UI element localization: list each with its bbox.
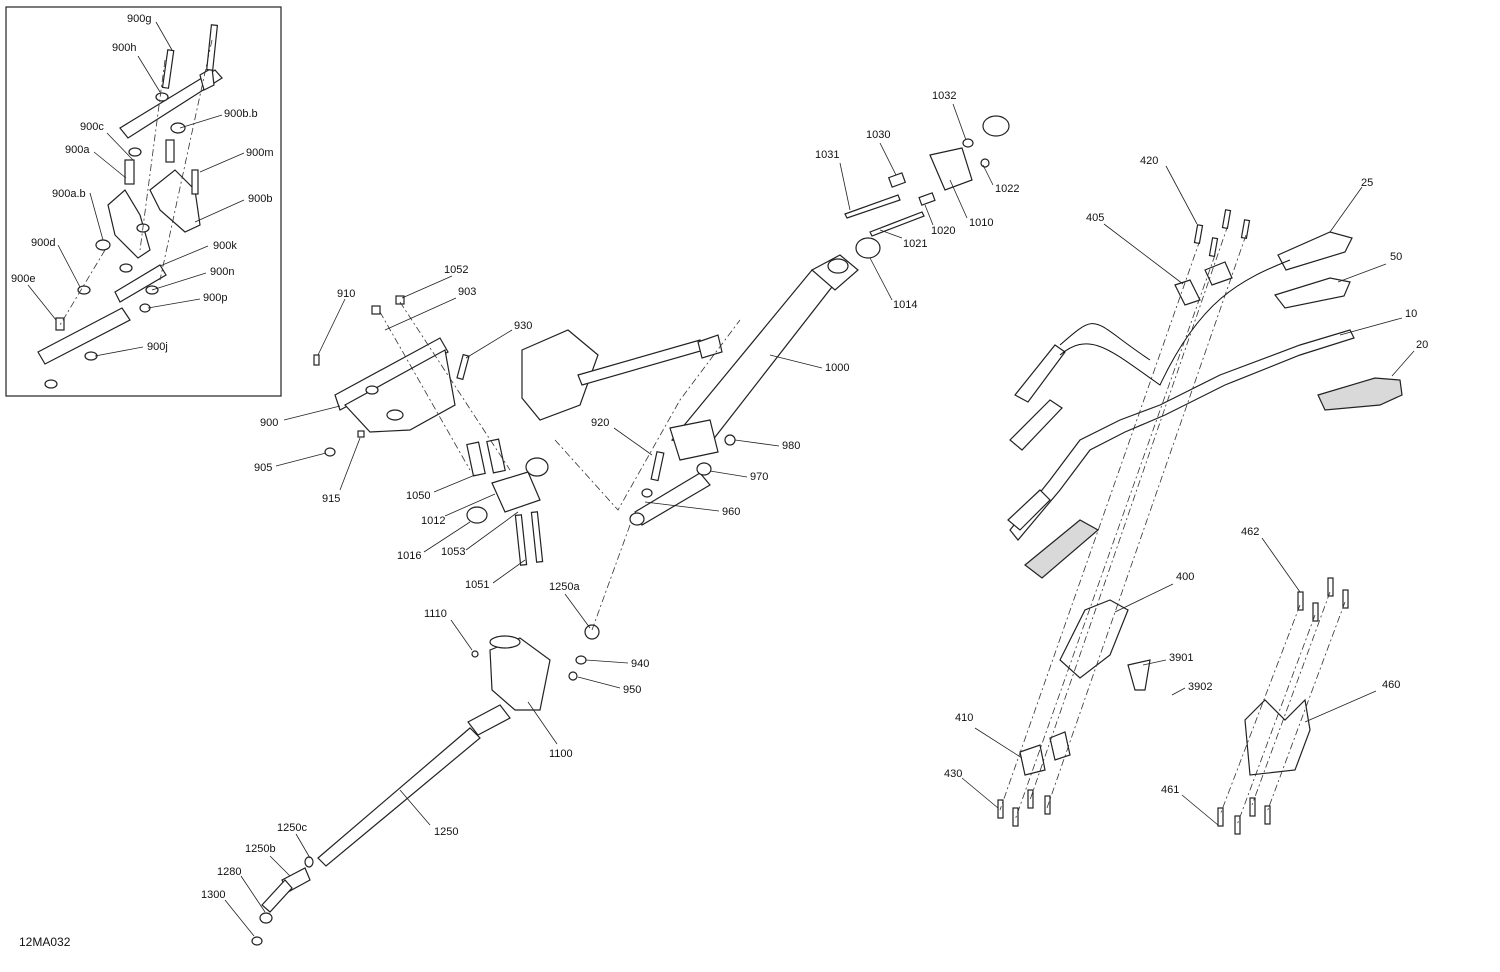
callout-1250b: 1250b [245,843,276,855]
callout-1050: 1050 [406,490,431,502]
callout-400: 400 [1176,571,1195,583]
shaft-parts [251,524,631,946]
callout-462: 462 [1241,526,1260,538]
callout-1052: 1052 [444,264,469,276]
callout-900m: 900m [246,147,274,159]
steering-column-parts [629,115,1010,526]
callout-1012: 1012 [421,515,446,527]
callout-25: 25 [1361,177,1374,189]
callout-950: 950 [623,684,642,696]
callout-1032: 1032 [932,90,957,102]
inset-detail-frame [5,6,282,397]
callout-980: 980 [782,440,801,452]
callout-420: 420 [1140,155,1159,167]
callout-1014: 1014 [893,299,918,311]
callout-1100: 1100 [549,748,573,760]
callout-1010: 1010 [969,217,994,229]
callout-960: 960 [722,506,741,518]
callout-900a.b: 900a.b [52,188,86,200]
callout-903: 903 [458,286,477,298]
callout-900h: 900h [112,42,137,54]
handlebar-parts [997,209,1403,835]
callout-900e: 900e [11,273,36,285]
callout-1030: 1030 [866,129,891,141]
leader-lines [27,21,1415,937]
callout-1016: 1016 [397,550,422,562]
callout-1022: 1022 [995,183,1020,195]
callout-900d: 900d [31,237,56,249]
callout-50: 50 [1390,251,1403,263]
callout-20: 20 [1416,339,1429,351]
callout-900: 900 [260,417,279,429]
callout-461: 461 [1161,784,1180,796]
callout-405: 405 [1086,212,1105,224]
callout-970: 970 [750,471,769,483]
callout-900a: 900a [65,144,90,156]
callout-915: 915 [322,493,341,505]
callout-1280: 1280 [217,866,242,878]
inset-bracket-parts [37,24,223,389]
callout-900n: 900n [210,266,235,278]
callout-460: 460 [1382,679,1401,691]
callout-1053: 1053 [441,546,466,558]
callout-900j: 900j [147,341,168,353]
callout-900c: 900c [80,121,104,133]
callout-410: 410 [955,712,974,724]
diagram-code: 12MA032 [19,935,71,949]
callout-900g: 900g [127,13,152,25]
callout-900b.b: 900b.b [224,108,258,120]
callout-1250c: 1250c [277,822,307,834]
callout-930: 930 [514,320,533,332]
callout-3902: 3902 [1188,681,1213,693]
callout-10: 10 [1405,308,1418,320]
callout-1051: 1051 [465,579,490,591]
steering-mount-parts [313,295,741,566]
callout-1250a: 1250a [549,581,580,593]
callout-1031: 1031 [815,149,840,161]
callout-3901: 3901 [1169,652,1194,664]
callout-905: 905 [254,462,273,474]
callout-1000: 1000 [825,362,850,374]
callout-910: 910 [337,288,356,300]
callout-940: 940 [631,658,650,670]
callout-900p: 900p [203,292,228,304]
callout-430: 430 [944,768,963,780]
callout-1250: 1250 [434,826,459,838]
callout-1021: 1021 [903,238,928,250]
callout-900b: 900b [248,193,273,205]
callout-1110: 1110 [424,608,447,620]
callout-920: 920 [591,417,610,429]
callout-1020: 1020 [931,225,956,237]
callout-900k: 900k [213,240,237,252]
callout-1300: 1300 [201,889,226,901]
